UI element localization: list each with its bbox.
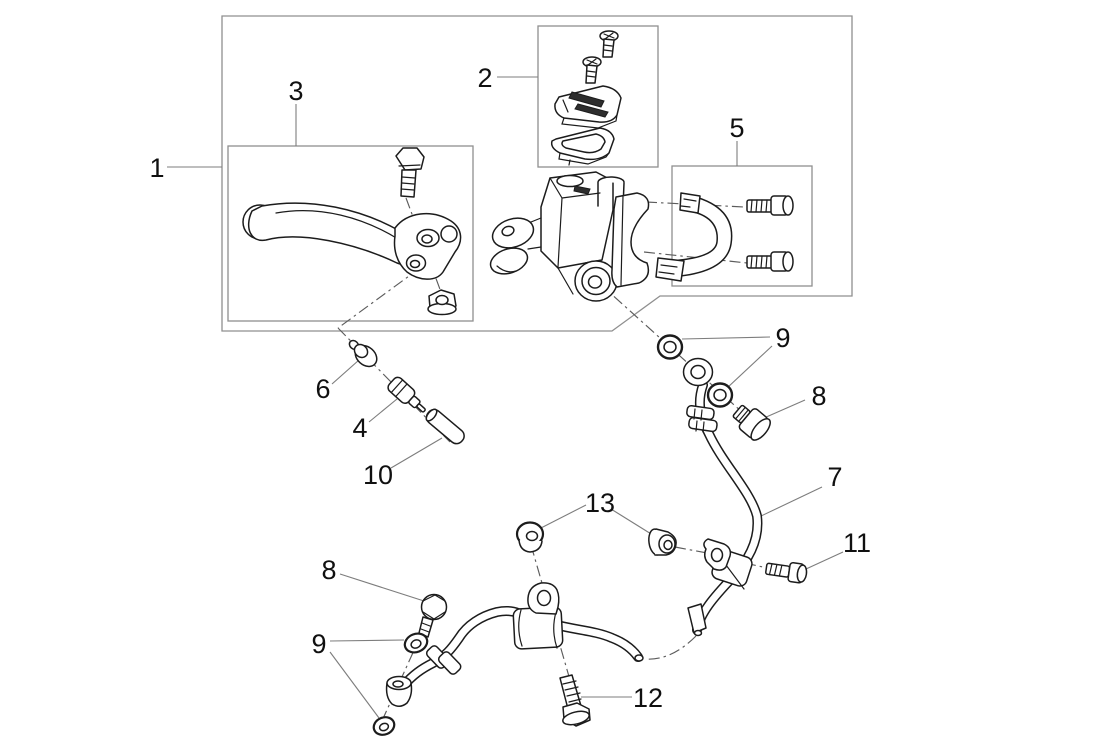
group-box-1 bbox=[221, 15, 853, 332]
callout-8-lower: 8 bbox=[321, 555, 336, 585]
part-handlebar-clamp bbox=[655, 192, 733, 282]
callout-9-lower: 9 bbox=[311, 629, 326, 659]
callout-6: 6 bbox=[315, 374, 330, 404]
hose-end-fitting-lower bbox=[687, 603, 707, 637]
leader-4 bbox=[368, 398, 398, 423]
part-hose-clamp-upper bbox=[703, 538, 753, 590]
part-banjo-bolt-8-upper bbox=[732, 404, 771, 441]
part-reservoir-diaphragm bbox=[550, 127, 615, 166]
part-cap-screw-2 bbox=[582, 56, 602, 84]
part-bushing-6 bbox=[348, 339, 378, 368]
leader-8-upper bbox=[763, 399, 806, 419]
part-grommet-13a bbox=[515, 521, 545, 553]
callout-2: 2 bbox=[477, 63, 492, 93]
hose-collars-upper bbox=[686, 405, 718, 433]
part-brake-hose-upper bbox=[682, 357, 763, 637]
leader-9-lower-a bbox=[329, 639, 405, 642]
leader-9-upper-a bbox=[681, 336, 771, 340]
part-washer-9-upper-2 bbox=[706, 382, 734, 408]
part-brake-lever bbox=[242, 202, 462, 280]
callout-5: 5 bbox=[729, 113, 744, 143]
part-bolt-11 bbox=[765, 562, 808, 584]
leader-11 bbox=[805, 551, 844, 570]
part-pin-10 bbox=[425, 408, 465, 445]
part-clamp-bolt-2 bbox=[746, 251, 794, 272]
part-washer-9-lower-1 bbox=[403, 632, 429, 654]
hose-banjo-eye-upper bbox=[682, 357, 714, 387]
leader-6 bbox=[331, 359, 360, 385]
part-clamp-bolt-1 bbox=[746, 195, 794, 216]
callout-8-upper: 8 bbox=[811, 381, 826, 411]
part-washer-9-lower-2 bbox=[372, 716, 396, 736]
axis-hose-junction bbox=[644, 635, 697, 660]
callout-12: 12 bbox=[633, 683, 663, 713]
leader-13-a bbox=[538, 504, 587, 530]
leader-9-lower-b bbox=[329, 651, 380, 719]
leader-13-b bbox=[610, 508, 657, 538]
axis-banjo-lower bbox=[380, 612, 432, 724]
group-box-3 bbox=[227, 145, 474, 322]
callout-11: 11 bbox=[843, 528, 871, 558]
callout-3: 3 bbox=[288, 76, 303, 106]
part-brake-pipe-lower bbox=[385, 605, 644, 707]
part-switch-4 bbox=[387, 376, 426, 413]
part-reservoir-cap bbox=[554, 85, 622, 129]
part-banjo-bolt-8-lower bbox=[418, 593, 448, 638]
part-lever-pivot-nut bbox=[427, 289, 457, 316]
group-box-2 bbox=[537, 25, 659, 168]
leader-9-upper-b bbox=[726, 345, 773, 389]
part-bolt-12 bbox=[559, 674, 591, 727]
part-grommet-13b bbox=[648, 528, 677, 556]
leader-7 bbox=[758, 486, 823, 518]
pipe-banjo-union bbox=[385, 675, 413, 707]
part-master-cylinder bbox=[489, 171, 650, 302]
part-cap-screw-1 bbox=[599, 30, 619, 58]
axis-pivot-diagonal bbox=[337, 267, 421, 329]
callout-4: 4 bbox=[352, 413, 367, 443]
leader-10 bbox=[390, 437, 443, 469]
callout-13: 13 bbox=[585, 488, 615, 518]
part-washer-9-upper-1 bbox=[656, 334, 684, 360]
callout-7: 7 bbox=[827, 462, 842, 492]
callout-9-upper: 9 bbox=[775, 323, 790, 353]
callout-1: 1 bbox=[149, 153, 164, 183]
part-lever-pivot-bolt bbox=[395, 147, 425, 198]
pipe-collars-lower bbox=[425, 645, 462, 675]
leader-8-lower bbox=[339, 573, 425, 602]
axis-grommet13b bbox=[674, 546, 708, 554]
callout-10: 10 bbox=[363, 460, 393, 490]
part-hose-clamp-lower bbox=[512, 582, 564, 650]
group-box-5 bbox=[671, 165, 813, 287]
